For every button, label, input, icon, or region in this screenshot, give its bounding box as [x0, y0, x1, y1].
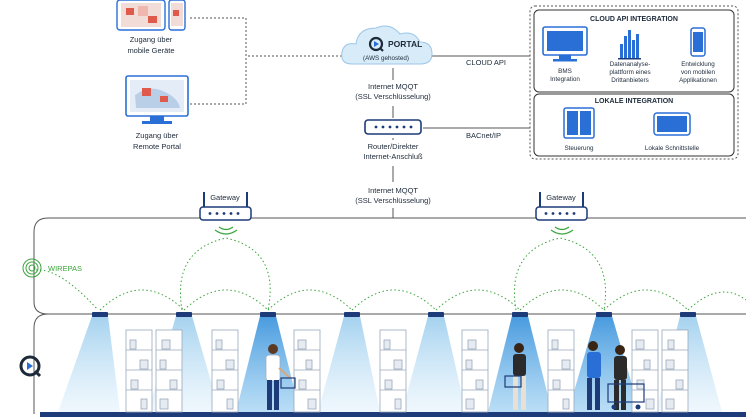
ceiling-lamp-icon	[176, 312, 192, 317]
tablet-icon	[116, 0, 166, 31]
monitor-icon	[125, 75, 189, 124]
wirepas-label: WIREPAS	[48, 264, 82, 273]
mqqt-top-line2: (SSL Verschlüsselung)	[355, 92, 431, 101]
analytics-line1: Datenanalyse-	[610, 61, 651, 68]
gateway-icon	[535, 206, 588, 221]
gateway-right: Gateway	[535, 192, 588, 235]
shelf-icon	[293, 329, 321, 413]
analytics-line3: Drittanbieters	[611, 77, 648, 84]
bms-line1: BMS	[558, 68, 572, 75]
brand-logo-icon	[19, 355, 42, 378]
portal-subtitle: (AWS gehosted)	[363, 55, 409, 62]
shopper-icon	[265, 344, 296, 410]
router-icon	[364, 119, 422, 135]
ceiling-lamp-icon	[92, 312, 108, 317]
control-label: Steuerung	[564, 145, 594, 152]
shelf-icon	[461, 329, 489, 413]
router-line2: Internet-Anschluß	[363, 152, 423, 161]
light-beam	[568, 316, 640, 412]
dev-line2: von mobilen	[681, 69, 715, 76]
bms-line2: Integration	[550, 76, 580, 83]
ceiling-lamp-icon	[428, 312, 444, 317]
cloud-icon	[341, 25, 433, 65]
shelf-icon	[661, 329, 689, 413]
mobile-caption-line2: mobile Geräte	[127, 46, 174, 55]
mqqt-bottom-line2: (SSL Verschlüsselung)	[355, 196, 431, 205]
bar-chart-icon	[618, 30, 641, 60]
shopper-icon	[504, 343, 526, 410]
tablet-icon	[653, 112, 691, 136]
analytics-line2: plattform eines	[609, 69, 650, 76]
shelf-icon	[155, 329, 183, 413]
gateway-signal-links	[179, 237, 607, 311]
mesh-links	[35, 269, 746, 311]
light-beam	[402, 316, 466, 412]
portal-links	[190, 17, 342, 105]
portal-title: PORTAL	[388, 39, 422, 49]
store-shelves	[125, 329, 689, 413]
mqqt-bottom-line1: Internet MQQT	[368, 186, 418, 195]
interface-label: Lokale Schnittstelle	[645, 145, 700, 152]
dev-line3: Applikationen	[679, 77, 717, 84]
ceiling-lamp-icon	[596, 312, 612, 317]
cloud-api-integration-panel: CLOUD API INTEGRATION BMS Integration Da…	[533, 9, 735, 93]
shopper-icon	[607, 345, 645, 410]
phone-icon	[690, 27, 706, 57]
shelf-icon	[547, 329, 575, 413]
shelf-icon	[211, 329, 239, 413]
mqqt-top-line1: Internet MQQT	[368, 82, 418, 91]
shelf-icon	[125, 329, 153, 413]
building-outline	[33, 217, 746, 417]
gateway-label: Gateway	[546, 193, 576, 202]
shelf-icon	[631, 329, 659, 413]
gateway-label: Gateway	[210, 193, 240, 202]
monitor-icon	[542, 26, 588, 62]
cloud-api-title: CLOUD API INTEGRATION	[590, 16, 678, 23]
phone-icon	[168, 0, 186, 31]
light-beam	[318, 316, 380, 412]
gateway-left: Gateway	[199, 192, 252, 235]
connection-lines	[392, 55, 530, 218]
local-integration-panel: LOKALE INTEGRATION Steuerung Lokale Schn…	[533, 93, 735, 157]
ceiling-lamps	[92, 312, 696, 317]
shelf-icon	[379, 329, 407, 413]
mobile-caption-line1: Zugang über	[130, 35, 173, 44]
remote-caption-line1: Zugang über	[136, 131, 179, 140]
control-panel-icon	[563, 107, 595, 139]
ceiling-lamp-icon	[260, 312, 276, 317]
ceiling-lamp-icon	[512, 312, 528, 317]
portal-logo-icon	[368, 36, 384, 52]
wirepas-logo-icon	[22, 258, 42, 278]
local-integration-title: LOKALE INTEGRATION	[595, 98, 673, 105]
shopper-icon	[587, 341, 601, 410]
cloud-api-label: CLOUD API	[466, 58, 506, 67]
gateway-icon	[199, 206, 252, 221]
ceiling-lamp-icon	[344, 312, 360, 317]
bacnet-label: BACnet/IP	[466, 131, 501, 140]
ceiling-lamp-icon	[680, 312, 696, 317]
router-line1: Router/Direkter	[368, 142, 419, 151]
remote-caption-line2: Remote Portal	[133, 142, 181, 151]
light-beam	[58, 316, 120, 412]
dev-line1: Entwicklung	[681, 61, 715, 68]
